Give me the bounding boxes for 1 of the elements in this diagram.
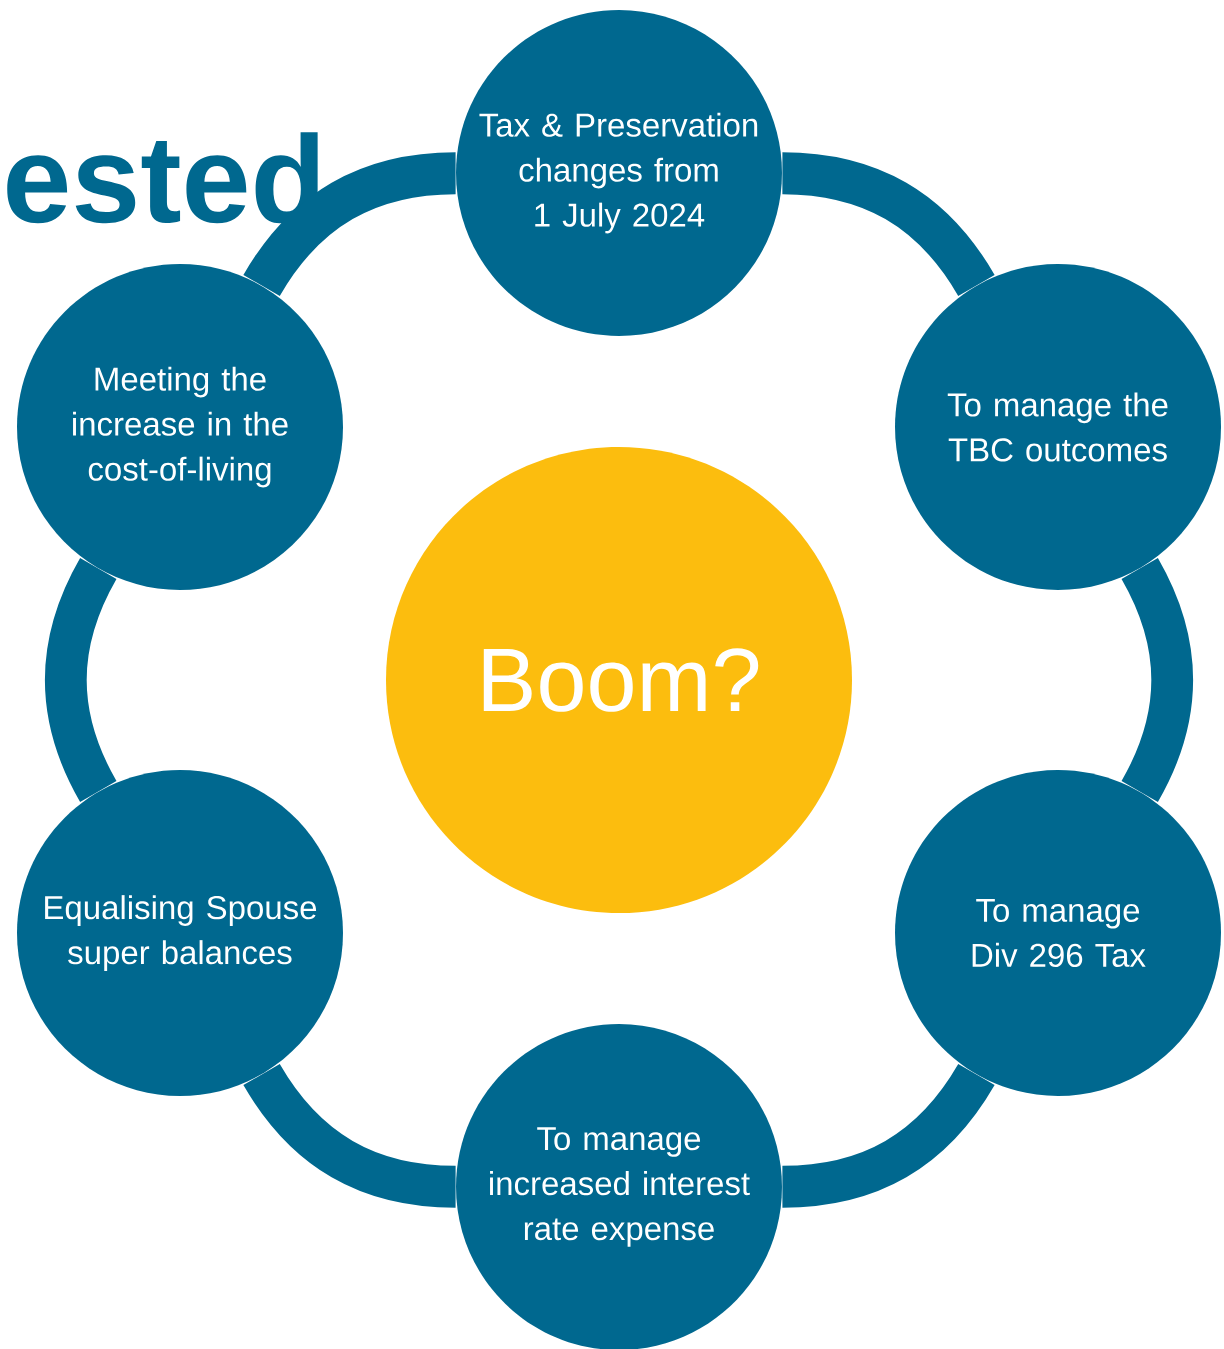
heading: ested [7,132,319,224]
